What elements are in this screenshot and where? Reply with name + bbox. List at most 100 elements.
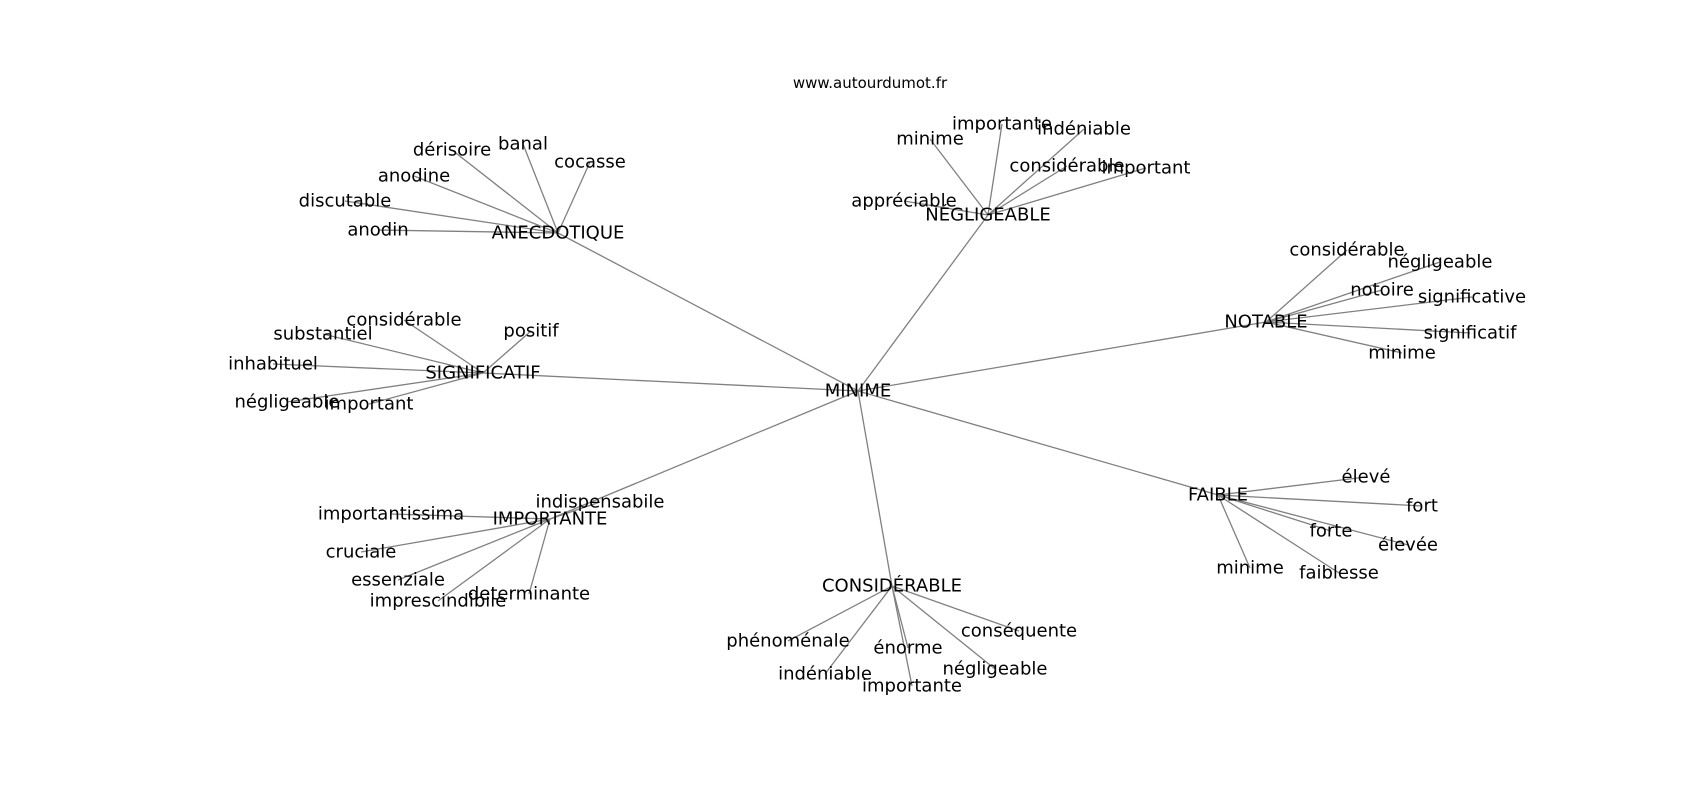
edge-considerable-importante (891, 585, 913, 687)
leaf-label-faible-faiblesse: faiblesse (1299, 563, 1379, 584)
edge-negligeable-important (987, 167, 1147, 216)
hub-label-negligeable: NÉGLIGEABLE (925, 204, 1051, 226)
leaf-label-anecdotique-banal: banal (498, 134, 548, 155)
edge-importante-cruciale (360, 518, 551, 553)
edge-minime-importante (549, 390, 859, 520)
source-label: www.autourdumot.fr (793, 74, 948, 92)
hub-label-notable: NOTABLE (1224, 312, 1307, 333)
edge-faible-faiblesse (1217, 494, 1340, 574)
hub-label-importante: IMPORTANTE (493, 509, 608, 530)
edge-anecdotique-banal (522, 143, 559, 234)
edge-minime-anecdotique (557, 232, 859, 392)
leaf-label-anecdotique-discutable: discutable (299, 191, 392, 212)
edge-negligeable-appreciable (903, 200, 989, 216)
edge-negligeable-minime (929, 138, 989, 216)
leaf-label-considerable-enorme: énorme (873, 638, 942, 659)
edge-notable-notoire (1265, 289, 1383, 323)
leaf-label-notable-significatif: significatif (1424, 323, 1518, 344)
leaf-label-importante-cruciale: cruciale (326, 542, 397, 563)
edge-layer (272, 123, 1473, 687)
leaf-label-notable-negligeable: négligeable (1388, 252, 1493, 273)
edge-faible-eleve (1217, 476, 1367, 496)
leaf-label-significatif-considerable: considérable (346, 310, 461, 331)
edge-significatif-considerable (403, 319, 484, 374)
leaf-label-faible-minime: minime (1216, 558, 1284, 579)
leaf-label-importante-essenziale: essenziale (351, 570, 445, 591)
edge-notable-significative (1265, 296, 1473, 323)
label-layer: dérisoire banal cocasse anodine discutable an… (228, 114, 1526, 697)
hub-label-anecdotique: ANECDOTIQUE (492, 223, 625, 244)
leaf-label-negligeable-important: important (1102, 158, 1191, 179)
leaf-label-considerable-consequente: conséquente (961, 621, 1077, 642)
edge-faible-fort (1217, 494, 1423, 507)
leaf-label-notable-minime: minime (1368, 343, 1436, 364)
edge-anecdotique-anodin (377, 229, 559, 234)
leaf-label-faible-eleve: élevé (1342, 467, 1391, 488)
edge-significatif-important (368, 372, 484, 405)
edge-faible-elevee (1217, 494, 1409, 546)
edge-minime-notable (857, 321, 1267, 392)
leaf-label-significatif-important: important (325, 394, 414, 415)
leaf-label-importante-importantissima: importantissima (318, 504, 464, 525)
edge-notable-minime (1265, 321, 1403, 354)
edge-minime-negligeable (857, 214, 989, 392)
leaf-label-importante-determinante: determinante (468, 584, 590, 605)
leaf-label-significatif-inhabituel: inhabituel (228, 354, 318, 375)
edge-faible-forte (1217, 494, 1332, 532)
leaf-label-negligeable-considerable: considérable (1009, 156, 1124, 177)
edge-considerable-consequente (891, 585, 1020, 632)
leaf-label-negligeable-importante: importante (952, 114, 1052, 135)
leaf-label-notable-notoire: notoire (1350, 280, 1414, 301)
leaf-label-importante-imprescindibile: imprescindibile (370, 591, 507, 612)
leaf-label-considerable-importante: importante (862, 676, 962, 697)
leaf-label-notable-considerable: considérable (1289, 240, 1404, 261)
leaf-label-negligeable-minime: minime (896, 129, 964, 150)
edge-notable-considerable (1265, 249, 1348, 323)
hub-label-faible: FAIBLE (1188, 485, 1248, 506)
leaf-label-negligeable-appreciable: appréciable (851, 191, 956, 212)
leaf-label-anecdotique-derisoire: dérisoire (413, 140, 491, 161)
edge-importante-importantissima (390, 513, 551, 520)
edge-significatif-negligeable (286, 372, 484, 403)
leaf-label-considerable-indeniable: indéniable (778, 664, 872, 685)
leaf-label-considerable-phenomenale: phénoménale (726, 631, 849, 652)
edge-negligeable-considerable (987, 165, 1068, 216)
leaf-label-anecdotique-cocasse: cocasse (554, 152, 626, 173)
leaf-label-faible-elevee: élevée (1378, 535, 1438, 556)
edge-negligeable-importante (987, 123, 1003, 216)
edge-anecdotique-anodine (413, 175, 559, 234)
leaf-label-significatif-substantiel: substantiel (273, 324, 372, 345)
edge-anecdotique-cocasse (557, 161, 591, 234)
edge-significatif-inhabituel (272, 363, 484, 374)
edge-minime-significatif (482, 372, 859, 392)
edge-notable-significatif (1265, 321, 1471, 334)
edge-importante-indispensabile (549, 501, 601, 520)
edge-considerable-phenomenale (787, 585, 893, 642)
edge-considerable-negligeable (891, 585, 996, 670)
leaf-label-importante-indispensabile: indispensabile (535, 492, 664, 513)
edge-faible-minime (1217, 494, 1251, 569)
center-label-minime: MINIME (825, 381, 892, 402)
edge-importante-essenziale (397, 518, 551, 581)
leaf-label-faible-forte: forte (1310, 521, 1353, 542)
edge-considerable-indeniable (824, 585, 893, 675)
leaf-label-negligeable-indeniable: indéniable (1037, 119, 1131, 140)
hub-label-considerable: CONSIDÉRABLE (822, 575, 962, 597)
leaf-label-anecdotique-anodine: anodine (378, 166, 450, 187)
edge-minime-faible (857, 390, 1219, 496)
edge-notable-negligeable (1265, 261, 1441, 323)
leaf-label-significatif-negligeable: négligeable (235, 392, 340, 413)
edge-significatif-positif (482, 330, 532, 374)
edge-significatif-substantiel (322, 333, 484, 374)
edge-minime-considerable (857, 390, 893, 587)
leaf-label-significatif-positif: positif (503, 321, 559, 342)
edge-negligeable-indeniable (987, 128, 1085, 216)
edge-anecdotique-discutable (344, 200, 559, 234)
leaf-label-notable-significative: significative (1418, 287, 1526, 308)
leaf-label-considerable-negligeable: négligeable (943, 659, 1048, 680)
edge-importante-imprescindibile (437, 518, 551, 602)
leaf-label-anecdotique-anodin: anodin (347, 220, 408, 241)
hub-label-significatif: SIGNIFICATIF (425, 363, 540, 384)
edge-importante-determinante (528, 518, 551, 595)
